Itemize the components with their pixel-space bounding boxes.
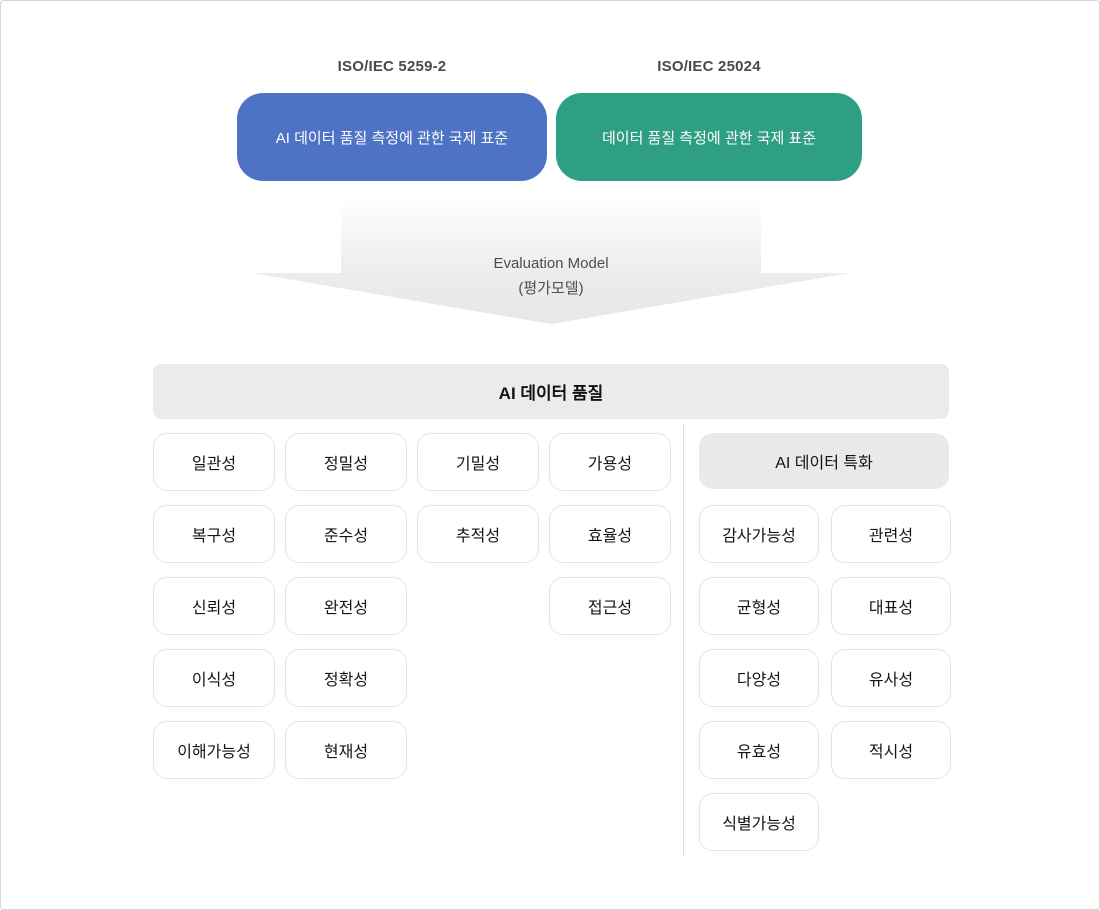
ai-special-attribute-box: 유사성 (831, 649, 951, 707)
ai-special-attribute-box: 적시성 (831, 721, 951, 779)
ai-special-attribute-box: 다양성 (699, 649, 819, 707)
quality-attribute-box: 일관성 (153, 433, 275, 491)
quality-attribute-box: 신뢰성 (153, 577, 275, 635)
quality-attribute-box: 가용성 (549, 433, 671, 491)
quality-attribute-box: 효율성 (549, 505, 671, 563)
ai-data-quality-header: AI 데이터 품질 (153, 364, 949, 419)
quality-attribute-box: 준수성 (285, 505, 407, 563)
quality-attribute-box: 완전성 (285, 577, 407, 635)
down-arrow-shaft (341, 200, 761, 274)
standard-code-iso-5259-2: ISO/IEC 5259-2 (337, 58, 447, 75)
quality-attribute-box: 추적성 (417, 505, 539, 563)
standard-code-iso-25024: ISO/IEC 25024 (657, 58, 761, 75)
quality-attribute-box: 정확성 (285, 649, 407, 707)
ai-special-attribute-box: 관련성 (831, 505, 951, 563)
ai-special-attribute-box: 유효성 (699, 721, 819, 779)
quality-attribute-box: 복구성 (153, 505, 275, 563)
quality-attribute-box: 이식성 (153, 649, 275, 707)
evaluation-model-label: Evaluation Model (평가모델) (252, 251, 850, 301)
evaluation-model-line2: (평가모델) (518, 280, 584, 297)
ai-special-attribute-box: 균형성 (699, 577, 819, 635)
quality-attribute-box: 접근성 (549, 577, 671, 635)
section-divider (683, 425, 684, 857)
evaluation-model-line1: Evaluation Model (493, 255, 609, 272)
standard-pill-ai-data-quality: AI 데이터 품질 측정에 관한 국제 표준 (237, 93, 547, 181)
ai-special-attribute-box: 대표성 (831, 577, 951, 635)
quality-attribute-box: 현재성 (285, 721, 407, 779)
quality-attribute-box: 정밀성 (285, 433, 407, 491)
standard-pill-data-quality: 데이터 품질 측정에 관한 국제 표준 (556, 93, 862, 181)
quality-attribute-box: 기밀성 (417, 433, 539, 491)
ai-special-attribute-box: 식별가능성 (699, 793, 819, 851)
ai-special-attribute-box: 감사가능성 (699, 505, 819, 563)
ai-data-specialized-header: AI 데이터 특화 (699, 433, 949, 489)
quality-attribute-box: 이해가능성 (153, 721, 275, 779)
